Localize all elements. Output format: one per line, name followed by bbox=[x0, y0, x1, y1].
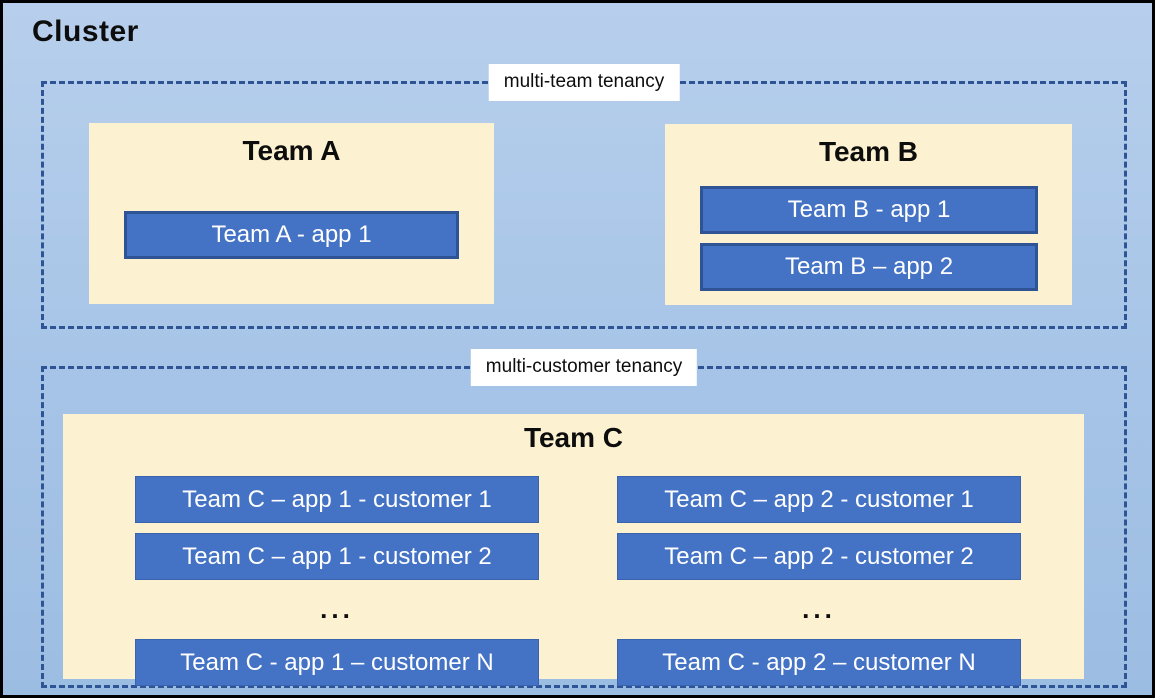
team-c-app2-customerN-box: Team C - app 2 – customer N bbox=[617, 639, 1021, 686]
team-c-app2-customer2-box: Team C – app 2 - customer 2 bbox=[617, 533, 1021, 580]
team-a-app-1-box: Team A - app 1 bbox=[124, 211, 459, 259]
team-c-app1-customer1-box: Team C – app 1 - customer 1 bbox=[135, 476, 539, 523]
team-b-app-2-box: Team B – app 2 bbox=[700, 243, 1038, 291]
team-b-title: Team B bbox=[818, 136, 919, 167]
multi-team-tenancy-label: multi-team tenancy bbox=[488, 64, 680, 101]
team-a-title: Team A bbox=[242, 135, 341, 166]
team-c-app1-customerN-box: Team C - app 1 – customer N bbox=[135, 639, 539, 686]
team-c-title: Team C bbox=[523, 422, 624, 453]
team-c-app2-column: Team C – app 2 - customer 1 Team C – app… bbox=[617, 476, 1021, 686]
team-b-panel: Team B Team B - app 1 Team B – app 2 bbox=[665, 124, 1072, 305]
team-c-app1-column: Team C – app 1 - customer 1 Team C – app… bbox=[135, 476, 539, 686]
team-c-panel: Team C Team C – app 1 - customer 1 Team … bbox=[63, 414, 1084, 686]
team-c-app2-customer1-box: Team C – app 2 - customer 1 bbox=[617, 476, 1021, 523]
multi-customer-tenancy-group: multi-customer tenancy Team C Team C – a… bbox=[41, 349, 1127, 688]
multi-customer-tenancy-label: multi-customer tenancy bbox=[470, 349, 698, 386]
team-c-app1-customer2-box: Team C – app 1 - customer 2 bbox=[135, 533, 539, 580]
team-a-panel: Team A Team A - app 1 bbox=[89, 123, 494, 304]
team-b-app-1-box: Team B - app 1 bbox=[700, 186, 1038, 234]
cluster-title: Cluster bbox=[32, 15, 139, 48]
multi-team-tenancy-group: multi-team tenancy Team A Team A - app 1… bbox=[41, 64, 1127, 329]
team-c-app2-ellipsis: ... bbox=[802, 594, 836, 625]
team-c-app1-ellipsis: ... bbox=[320, 594, 354, 625]
